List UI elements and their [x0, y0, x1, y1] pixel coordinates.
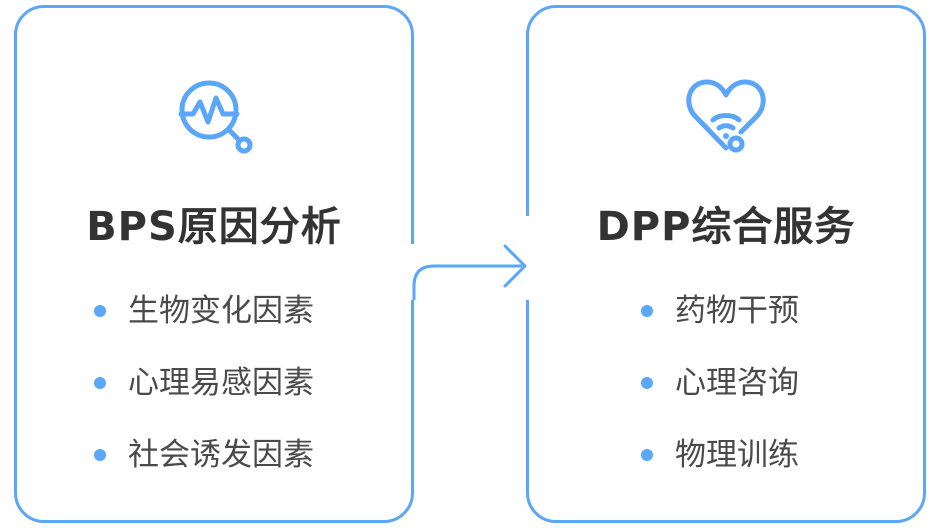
dpp-service-card: DPP综合服务 药物干预 心理咨询 物理训练: [526, 5, 926, 523]
list-item: 心理易感因素: [17, 363, 411, 403]
item-label: 社会诱发因素: [128, 437, 314, 473]
bullet-dot: [94, 305, 106, 317]
item-label: 药物干预: [675, 293, 799, 329]
list-item: 物理训练: [529, 435, 923, 475]
bullet-dot: [641, 305, 653, 317]
item-label: 生物变化因素: [128, 293, 314, 329]
bps-analysis-title: BPS原因分析: [86, 204, 342, 250]
item-label: 心理易感因素: [128, 365, 314, 401]
connector-line: [412, 264, 522, 300]
dpp-service-list: 药物干预 心理咨询 物理训练: [529, 291, 923, 507]
bps-analysis-card: BPS原因分析 生物变化因素 心理易感因素 社会诱发因素: [14, 5, 414, 523]
bps-factor-list: 生物变化因素 心理易感因素 社会诱发因素: [17, 291, 411, 507]
bullet-dot: [641, 449, 653, 461]
heart-stethoscope-icon: [529, 70, 923, 160]
bullet-dot: [94, 377, 106, 389]
list-item: 生物变化因素: [17, 291, 411, 331]
item-label: 心理咨询: [675, 365, 799, 401]
list-item: 社会诱发因素: [17, 435, 411, 475]
heartbeat-magnifier-icon: [17, 70, 411, 160]
bullet-dot: [641, 377, 653, 389]
dpp-service-title: DPP综合服务: [596, 204, 856, 250]
bullet-dot: [94, 449, 106, 461]
list-item: 心理咨询: [529, 363, 923, 403]
list-item: 药物干预: [529, 291, 923, 331]
item-label: 物理训练: [675, 437, 799, 473]
arrow-head-icon: [503, 244, 527, 288]
